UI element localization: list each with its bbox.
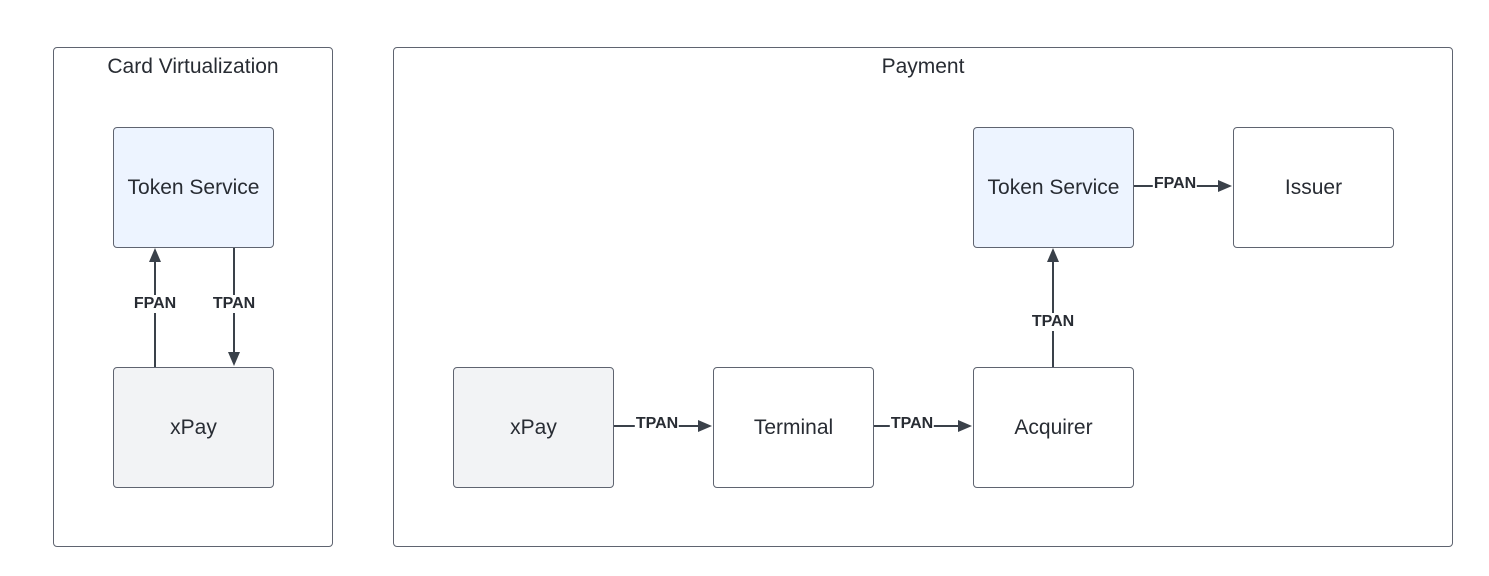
terminal-node[interactable]: Terminal bbox=[713, 367, 874, 488]
cv-token-service-node[interactable]: Token Service bbox=[113, 127, 274, 248]
payment-title: Payment bbox=[881, 55, 965, 78]
terminal-label: Terminal bbox=[753, 415, 834, 439]
cv-token-service-label: Token Service bbox=[127, 175, 260, 199]
acquirer-node[interactable]: Acquirer bbox=[973, 367, 1134, 488]
payment-xpay-node[interactable]: xPay bbox=[453, 367, 614, 488]
edge-label-acquirer-token-service: TPAN bbox=[1030, 313, 1076, 331]
issuer-node[interactable]: Issuer bbox=[1233, 127, 1394, 248]
edge-label-token-service-issuer: FPAN bbox=[1152, 175, 1198, 193]
card-virtualization-title: Card Virtualization bbox=[107, 55, 279, 78]
cv-xpay-label: xPay bbox=[170, 415, 217, 439]
cv-xpay-node[interactable]: xPay bbox=[113, 367, 274, 488]
edge-label-cv-tpan: TPAN bbox=[211, 295, 257, 313]
edge-label-cv-fpan: FPAN bbox=[132, 295, 178, 313]
edge-label-terminal-acquirer: TPAN bbox=[889, 415, 935, 433]
payment-xpay-label: xPay bbox=[510, 415, 557, 439]
edge-label-xpay-terminal: TPAN bbox=[634, 415, 680, 433]
issuer-label: Issuer bbox=[1284, 175, 1343, 199]
acquirer-label: Acquirer bbox=[1014, 415, 1093, 439]
payment-token-service-label: Token Service bbox=[987, 175, 1120, 199]
payment-token-service-node[interactable]: Token Service bbox=[973, 127, 1134, 248]
